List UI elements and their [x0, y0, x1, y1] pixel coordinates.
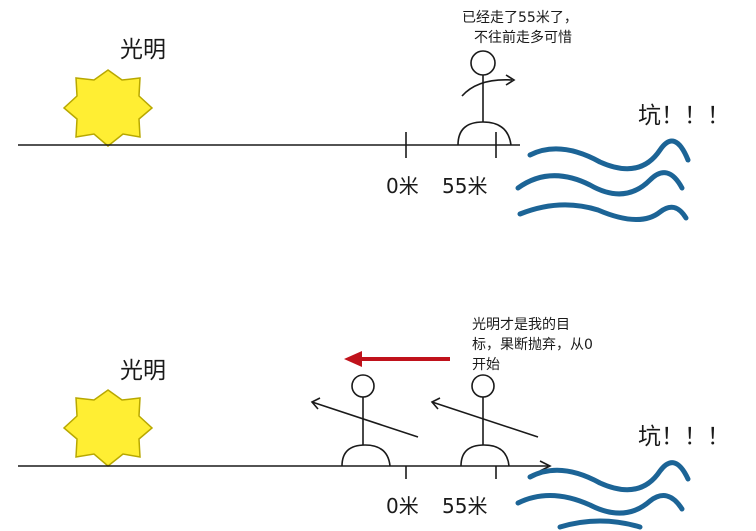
thought-line: 光明才是我的目 [472, 317, 570, 333]
pit-label: 坑！！！ [638, 103, 730, 129]
thought-bubble: 已经走了55米了， 不往前走多可惜 [462, 8, 578, 48]
stick-figure-icon [430, 374, 539, 467]
water-wave-icon [515, 138, 691, 223]
ground-line [18, 460, 552, 479]
thought-bubble: 光明才是我的目 标，果断抛弃，从0 开始 [472, 315, 593, 375]
sun-label: 光明 [120, 37, 166, 63]
ground-line [18, 132, 520, 158]
thought-line: 标，果断抛弃，从0 [472, 337, 593, 353]
red-arrow-icon [344, 351, 450, 367]
tick-label-0m: 0米 [386, 174, 419, 198]
thought-line: 已经走了55米了， [462, 10, 578, 26]
water-wave-icon [515, 460, 691, 530]
scene-2-drawing [18, 351, 691, 530]
sun-label: 光明 [120, 358, 166, 384]
pit-label: 坑！！！ [638, 424, 730, 450]
stick-figure-icon [457, 50, 516, 146]
thought-line: 开始 [472, 357, 500, 373]
scene-2-panel: 光明 坑！！！ 0米 55米 光明才是我的目 标，果断抛弃，从0 开始 [0, 265, 756, 531]
tick-label-55m: 55米 [442, 174, 488, 198]
sun-icon [62, 69, 154, 147]
tick-label-0m: 0米 [386, 494, 419, 518]
scene-1-drawing [18, 50, 691, 223]
stick-figure-icon [310, 374, 419, 467]
thought-line: 不往前走多可惜 [474, 30, 572, 46]
sun-icon [62, 389, 154, 467]
tick-label-55m: 55米 [442, 494, 488, 518]
scene-1-panel: 光明 坑！！！ 0米 55米 已经走了55米了， 不往前走多可惜 [0, 0, 756, 265]
